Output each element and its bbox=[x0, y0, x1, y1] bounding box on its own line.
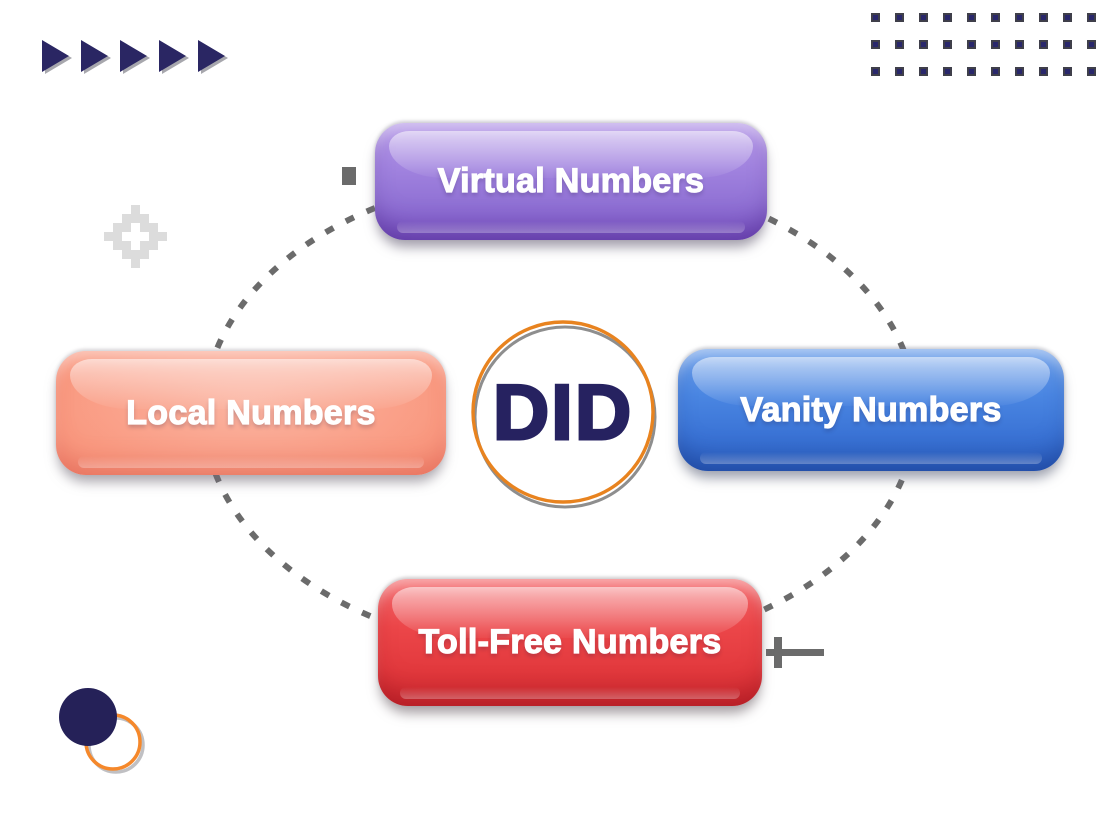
node-label: Vanity Numbers bbox=[740, 390, 1002, 429]
square-dot-icon bbox=[919, 67, 928, 76]
square-dot-icon bbox=[1039, 67, 1048, 76]
square-dot-icon bbox=[1039, 13, 1048, 22]
square-dot-icon bbox=[991, 13, 1000, 22]
did-label: DID bbox=[491, 366, 634, 457]
square-dot-icon bbox=[967, 40, 976, 49]
square-dot-icon bbox=[1039, 40, 1048, 49]
play-triangle-icon bbox=[42, 40, 69, 72]
play-triangle-icon bbox=[81, 40, 108, 72]
square-dot-icon bbox=[895, 13, 904, 22]
square-dot-icon bbox=[943, 67, 952, 76]
dots-grid-decoration bbox=[871, 13, 1096, 76]
corner-circles-decoration bbox=[59, 688, 142, 771]
square-dot-icon bbox=[943, 40, 952, 49]
square-dot-icon bbox=[1015, 13, 1024, 22]
square-dot-icon bbox=[1063, 13, 1072, 22]
navy-circle-icon bbox=[59, 688, 117, 746]
square-dot-icon bbox=[1087, 13, 1096, 22]
square-dot-icon bbox=[895, 40, 904, 49]
play-triangles-decoration bbox=[42, 40, 237, 72]
node-local-numbers: Local Numbers bbox=[56, 351, 446, 475]
node-label: Local Numbers bbox=[126, 393, 376, 432]
square-dot-icon bbox=[871, 40, 880, 49]
node-virtual-numbers: Virtual Numbers bbox=[375, 123, 767, 240]
square-dot-icon bbox=[895, 67, 904, 76]
arrow-marker bbox=[342, 167, 824, 668]
square-dot-icon bbox=[943, 13, 952, 22]
square-dot-icon bbox=[991, 40, 1000, 49]
square-dot-icon bbox=[1015, 67, 1024, 76]
square-dot-icon bbox=[871, 13, 880, 22]
node-toll-free-numbers: Toll-Free Numbers bbox=[378, 579, 762, 706]
square-dot-icon bbox=[991, 67, 1000, 76]
square-dot-icon bbox=[1087, 40, 1096, 49]
pixel-diamond-icon bbox=[104, 205, 167, 268]
square-dot-icon bbox=[1087, 67, 1096, 76]
square-dot-icon bbox=[1015, 40, 1024, 49]
square-dot-icon bbox=[871, 67, 880, 76]
square-dot-icon bbox=[967, 13, 976, 22]
square-dot-icon bbox=[1063, 67, 1072, 76]
node-vanity-numbers: Vanity Numbers bbox=[678, 349, 1064, 471]
square-dot-icon bbox=[967, 67, 976, 76]
square-dot-icon bbox=[1063, 40, 1072, 49]
square-dot-icon bbox=[919, 13, 928, 22]
play-triangle-icon bbox=[159, 40, 186, 72]
square-dot-icon bbox=[919, 40, 928, 49]
did-center-ring bbox=[471, 320, 657, 509]
node-label: Toll-Free Numbers bbox=[418, 622, 722, 661]
play-triangle-icon bbox=[120, 40, 147, 72]
play-triangle-icon bbox=[198, 40, 225, 72]
node-label: Virtual Numbers bbox=[437, 161, 705, 200]
